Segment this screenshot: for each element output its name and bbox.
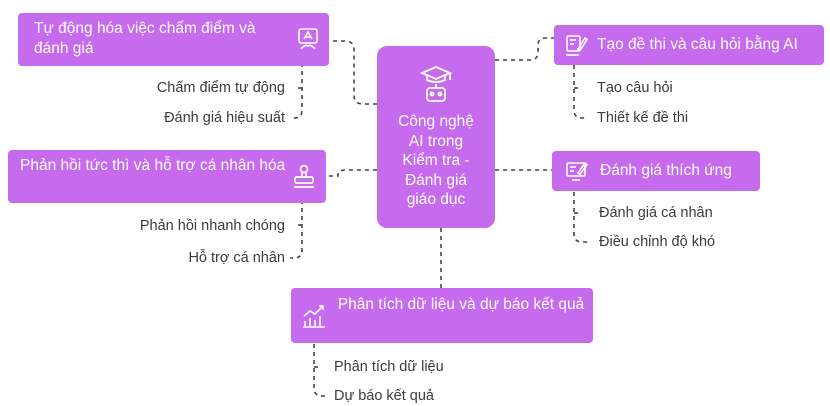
- leaf-personal-assessment: Đánh giá cá nhân: [599, 205, 713, 221]
- leaf-exam-design: Thiết kế đề thi: [597, 110, 689, 126]
- branch-title: Phân tích dữ liệu và dự báo kết quả: [337, 296, 585, 313]
- chart-growth-icon: [301, 303, 327, 329]
- branch-title: Tự động hóa việc chấm điểm và đánh giá: [34, 20, 256, 57]
- center-title: Công nghệ AI trong Kiểm tra - Đánh giá g…: [398, 113, 474, 208]
- stamp-icon: [291, 164, 317, 190]
- leaf-quick-feedback: Phản hồi nhanh chóng: [139, 218, 285, 234]
- branch-data-analysis: Phân tích dữ liệu và dự báo kết quả: [291, 288, 593, 343]
- leaf-auto-grading: Chấm điểm tự động: [156, 80, 285, 96]
- leaf-result-forecast: Dự báo kết quả: [334, 388, 434, 404]
- adaptive-screen-icon: [565, 159, 589, 183]
- branch-adaptive-assessment: Đánh giá thích ứng: [552, 151, 760, 191]
- ai-education-icon: [418, 64, 454, 104]
- branch-title: Đánh giá thích ứng: [600, 162, 732, 179]
- center-node: Công nghệ AI trong Kiểm tra - Đánh giá g…: [377, 46, 495, 228]
- branch-automated-grading: Tự động hóa việc chấm điểm và đánh giá: [18, 13, 329, 66]
- grading-tablet-icon: [297, 27, 319, 51]
- leaf-personal-support: Hỗ trợ cá nhân: [188, 250, 285, 266]
- leaf-data-analysis: Phân tích dữ liệu: [334, 359, 444, 375]
- branch-title: Phản hồi tức thì và hỗ trợ cá nhân hóa: [20, 157, 286, 174]
- branch-title: Tạo đề thi và câu hỏi bằng AI: [597, 36, 798, 53]
- leaf-difficulty-adjustment: Điều chỉnh độ khó: [599, 234, 716, 250]
- branch-ai-exam-generation: Tạo đề thi và câu hỏi bằng AI: [554, 25, 824, 65]
- branch-instant-feedback: Phản hồi tức thì và hỗ trợ cá nhân hóa: [8, 150, 326, 203]
- leaf-create-questions: Tạo câu hỏi: [597, 80, 673, 96]
- exam-pen-icon: [564, 33, 588, 57]
- leaf-performance-evaluation: Đánh giá hiệu suất: [164, 110, 285, 126]
